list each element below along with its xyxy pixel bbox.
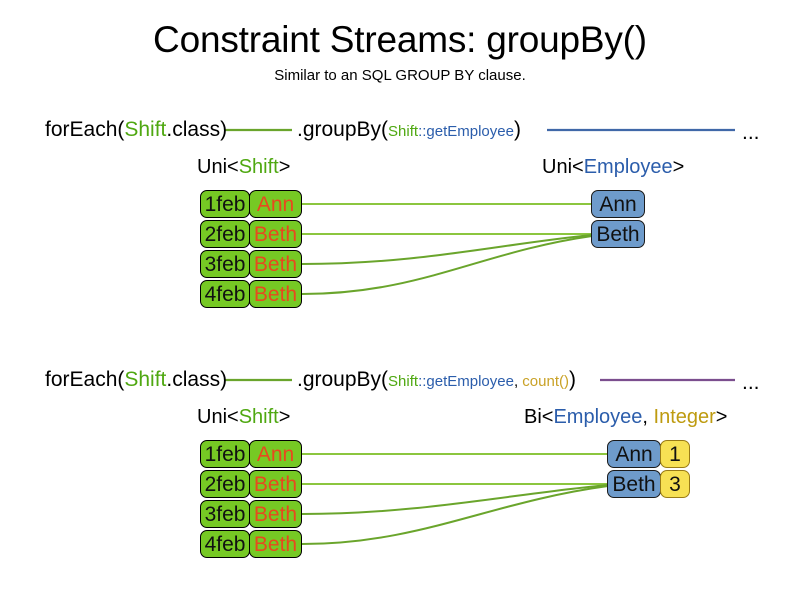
left-type-close: > xyxy=(278,156,291,178)
group-by-prefix: .groupBy( xyxy=(297,368,389,391)
shift-date-box: 2feb xyxy=(200,470,250,498)
code-line-1: forEach(Shift.class) xyxy=(45,117,227,143)
shift-employee-box: Beth xyxy=(249,500,302,528)
for-each-type: Shift xyxy=(124,368,167,391)
ellipsis-1: ... xyxy=(742,121,760,144)
for-each-type: Shift xyxy=(124,118,167,141)
group-employee-box: Ann xyxy=(591,190,645,218)
for-each-prefix: forEach( xyxy=(45,368,125,391)
group-count-box: 3 xyxy=(660,470,690,498)
right-type-open: Uni< xyxy=(542,156,584,178)
left-type-open: Uni< xyxy=(197,406,239,428)
group-by-method: ::getEmployee xyxy=(418,123,514,140)
group-by-suffix: ) xyxy=(513,118,521,141)
shift-employee-box: Ann xyxy=(249,440,302,468)
shift-date-box: 1feb xyxy=(200,190,250,218)
page-subtitle: Similar to an SQL GROUP BY clause. xyxy=(274,67,526,84)
edge-3feb-beth xyxy=(301,234,593,265)
right-type-close: > xyxy=(672,156,685,178)
left-type-label-2: Uni<Shift> xyxy=(197,405,290,429)
group-by-separator: , xyxy=(513,373,523,390)
ellipsis-2: ... xyxy=(742,371,760,394)
group-by-prefix: .groupBy( xyxy=(297,118,389,141)
right-type-label-1: Uni<Employee> xyxy=(542,155,684,179)
shift-employee-box: Beth xyxy=(249,530,302,558)
group-employee-box: Beth xyxy=(607,470,661,498)
right-type-name: Employee xyxy=(583,156,673,178)
group-by-suffix: ) xyxy=(568,368,576,391)
left-type-close: > xyxy=(278,406,291,428)
left-type-open: Uni< xyxy=(197,156,239,178)
group-count-box: 1 xyxy=(660,440,690,468)
shift-date-box: 4feb xyxy=(200,280,250,308)
shift-employee-box: Beth xyxy=(249,470,302,498)
group-employee-box: Beth xyxy=(591,220,645,248)
shift-date-box: 3feb xyxy=(200,500,250,528)
edge2-3feb-beth xyxy=(301,484,609,515)
group-by-method: ::getEmployee xyxy=(418,373,514,390)
left-type-name: Shift xyxy=(238,156,279,178)
code-group-by-1: .groupBy(Shift::getEmployee) xyxy=(297,117,521,145)
code-group-by-2: .groupBy(Shift::getEmployee, count()) xyxy=(297,367,576,395)
right-type-name: Employee xyxy=(553,406,643,428)
shift-date-box: 3feb xyxy=(200,250,250,278)
right-type-separator: , xyxy=(642,406,654,428)
shift-date-box: 2feb xyxy=(200,220,250,248)
for-each-prefix: forEach( xyxy=(45,118,125,141)
shift-date-box: 4feb xyxy=(200,530,250,558)
right-type-close: > xyxy=(715,406,728,428)
right-type-label-2: Bi<Employee, Integer> xyxy=(524,405,727,429)
shift-employee-box: Ann xyxy=(249,190,302,218)
for-each-suffix: .class) xyxy=(166,368,228,391)
group-employee-box: Ann xyxy=(607,440,661,468)
group-by-class: Shift xyxy=(388,373,419,390)
group-by-collector: count() xyxy=(522,373,569,390)
right-type-name-2: Integer xyxy=(653,406,716,428)
shift-date-box: 1feb xyxy=(200,440,250,468)
edge-4feb-beth xyxy=(301,235,593,295)
edge2-4feb-beth xyxy=(301,485,609,545)
group-by-class: Shift xyxy=(388,123,419,140)
left-type-name: Shift xyxy=(238,406,279,428)
code-line-2: forEach(Shift.class) xyxy=(45,367,227,393)
left-type-label-1: Uni<Shift> xyxy=(197,155,290,179)
shift-employee-box: Beth xyxy=(249,250,302,278)
shift-employee-box: Beth xyxy=(249,280,302,308)
right-type-open: Bi< xyxy=(524,406,554,428)
shift-employee-box: Beth xyxy=(249,220,302,248)
for-each-suffix: .class) xyxy=(166,118,228,141)
page-title: Constraint Streams: groupBy() xyxy=(153,19,647,60)
